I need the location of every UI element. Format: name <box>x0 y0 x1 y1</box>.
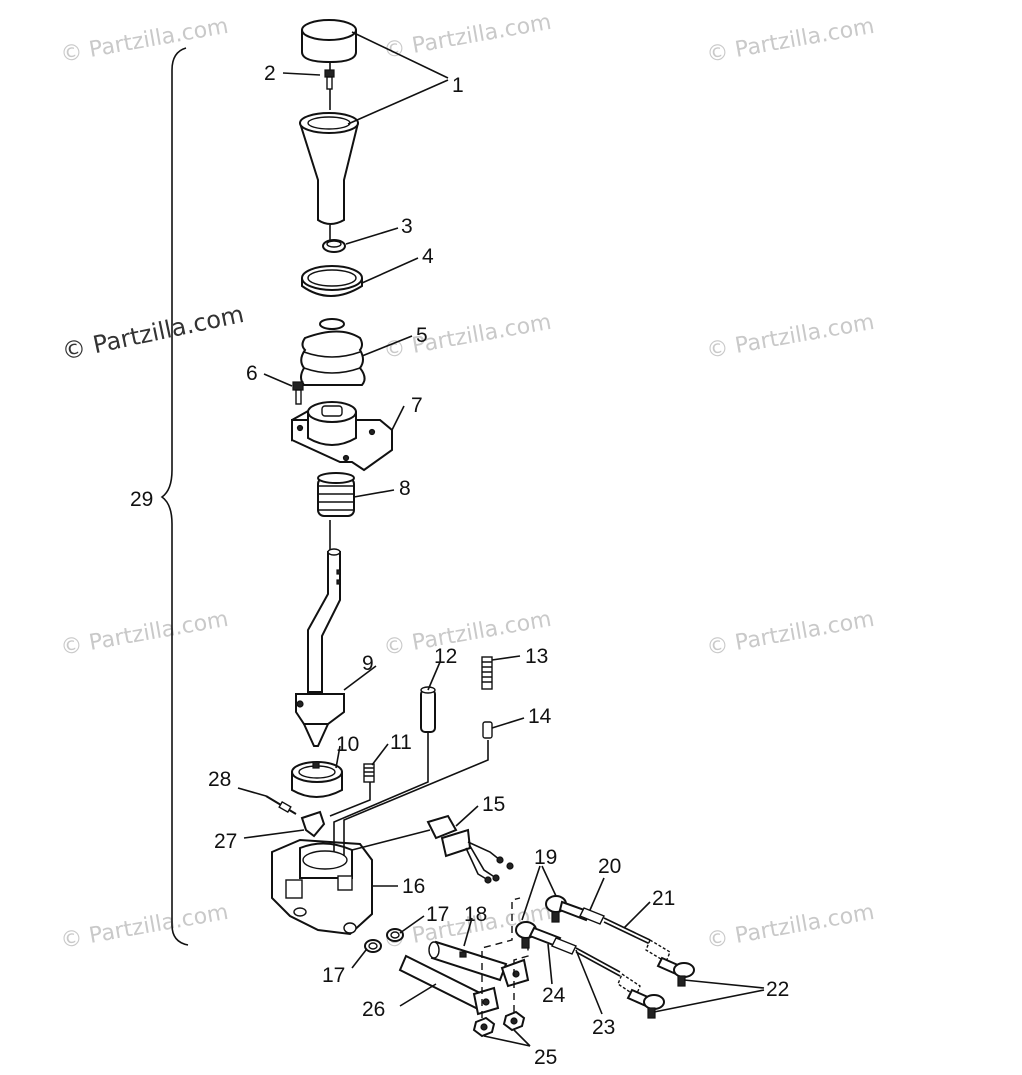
routing-line <box>343 740 489 856</box>
part-22-rod-end <box>656 956 695 987</box>
assembly-dash-line <box>481 897 521 1018</box>
part-27-detent <box>300 810 326 838</box>
part-15-switch <box>426 814 514 884</box>
watermark-group: © Partzilla.com © Partzilla.com © Partzi… <box>59 10 877 954</box>
part-26-rod <box>398 954 500 1016</box>
assembly-dash-line <box>513 930 529 1012</box>
watermark: © Partzilla.com <box>382 310 554 364</box>
callout-17: 17 <box>322 964 345 987</box>
part-17-washer <box>364 939 382 953</box>
part-1-knob-cap <box>301 19 357 64</box>
callout-25: 25 <box>534 1046 557 1069</box>
part-8-spring <box>317 472 355 517</box>
assembly-brace <box>160 47 189 946</box>
routing-line <box>351 829 431 851</box>
part-16-housing <box>271 838 373 936</box>
part-14-small-pin <box>482 721 493 739</box>
part-4-large-ring <box>301 265 363 297</box>
callout-7: 7 <box>411 394 423 417</box>
watermark: © Partzilla.com <box>382 10 554 64</box>
part-1-shift-handle <box>299 112 359 225</box>
callout-18: 18 <box>464 903 487 926</box>
callout-1: 1 <box>452 74 464 97</box>
part-21-cable-upper <box>558 900 671 964</box>
routing-line <box>333 732 429 852</box>
callout-14: 14 <box>528 705 552 728</box>
callout-28: 28 <box>208 768 231 791</box>
callout-17: 17 <box>426 903 449 926</box>
callout-20: 20 <box>598 855 621 878</box>
watermark: © Partzilla.com <box>59 900 231 954</box>
part-12-pin <box>420 686 436 733</box>
callout-labels: 1 2 3 4 5 6 7 8 9 10 11 12 13 14 15 16 1… <box>130 62 789 1069</box>
part-25-nut <box>472 1016 496 1038</box>
callout-9: 9 <box>362 652 374 675</box>
callout-26: 26 <box>362 998 385 1021</box>
callout-27: 27 <box>214 830 237 853</box>
callout-2: 2 <box>264 62 276 85</box>
routing-line <box>329 782 371 817</box>
callout-16: 16 <box>402 875 425 898</box>
part-28-pin <box>265 795 297 815</box>
callout-24: 24 <box>542 984 566 1007</box>
watermark-dark: © Partzilla.com <box>59 300 246 366</box>
part-17-washer <box>386 928 404 942</box>
callout-11: 11 <box>390 731 412 754</box>
part-10-bushing <box>291 761 343 798</box>
callout-19: 19 <box>534 846 557 869</box>
callout-29: 29 <box>130 488 153 511</box>
callout-5: 5 <box>416 324 428 347</box>
callout-4: 4 <box>422 245 434 268</box>
part-11-small-spring <box>363 763 375 783</box>
watermark: © Partzilla.com <box>705 14 877 68</box>
callout-23: 23 <box>592 1016 615 1039</box>
part-13-stud <box>481 656 493 690</box>
callout-22: 22 <box>766 978 789 1001</box>
watermark: © Partzilla.com <box>705 310 877 364</box>
watermark: © Partzilla.com <box>705 900 877 954</box>
callout-3: 3 <box>401 215 413 238</box>
leader-lines <box>237 31 765 1047</box>
watermark: © Partzilla.com <box>705 607 877 661</box>
callout-13: 13 <box>525 645 548 668</box>
part-3-ring <box>322 239 346 253</box>
part-25-nut <box>502 1010 526 1032</box>
part-22-rod-end <box>626 988 665 1019</box>
part-7-plate <box>291 401 393 472</box>
callout-6: 6 <box>246 362 258 385</box>
watermark: © Partzilla.com <box>59 607 231 661</box>
callout-21: 21 <box>652 887 675 910</box>
callout-8: 8 <box>399 477 411 500</box>
callout-15: 15 <box>482 793 505 816</box>
callout-10: 10 <box>336 733 359 756</box>
part-5-boot <box>300 318 366 386</box>
part-2-screw <box>324 69 335 90</box>
callout-12: 12 <box>434 645 457 668</box>
watermark: © Partzilla.com <box>59 14 231 68</box>
part-6-bolt <box>292 381 304 405</box>
part-9-shift-lever <box>295 548 345 747</box>
